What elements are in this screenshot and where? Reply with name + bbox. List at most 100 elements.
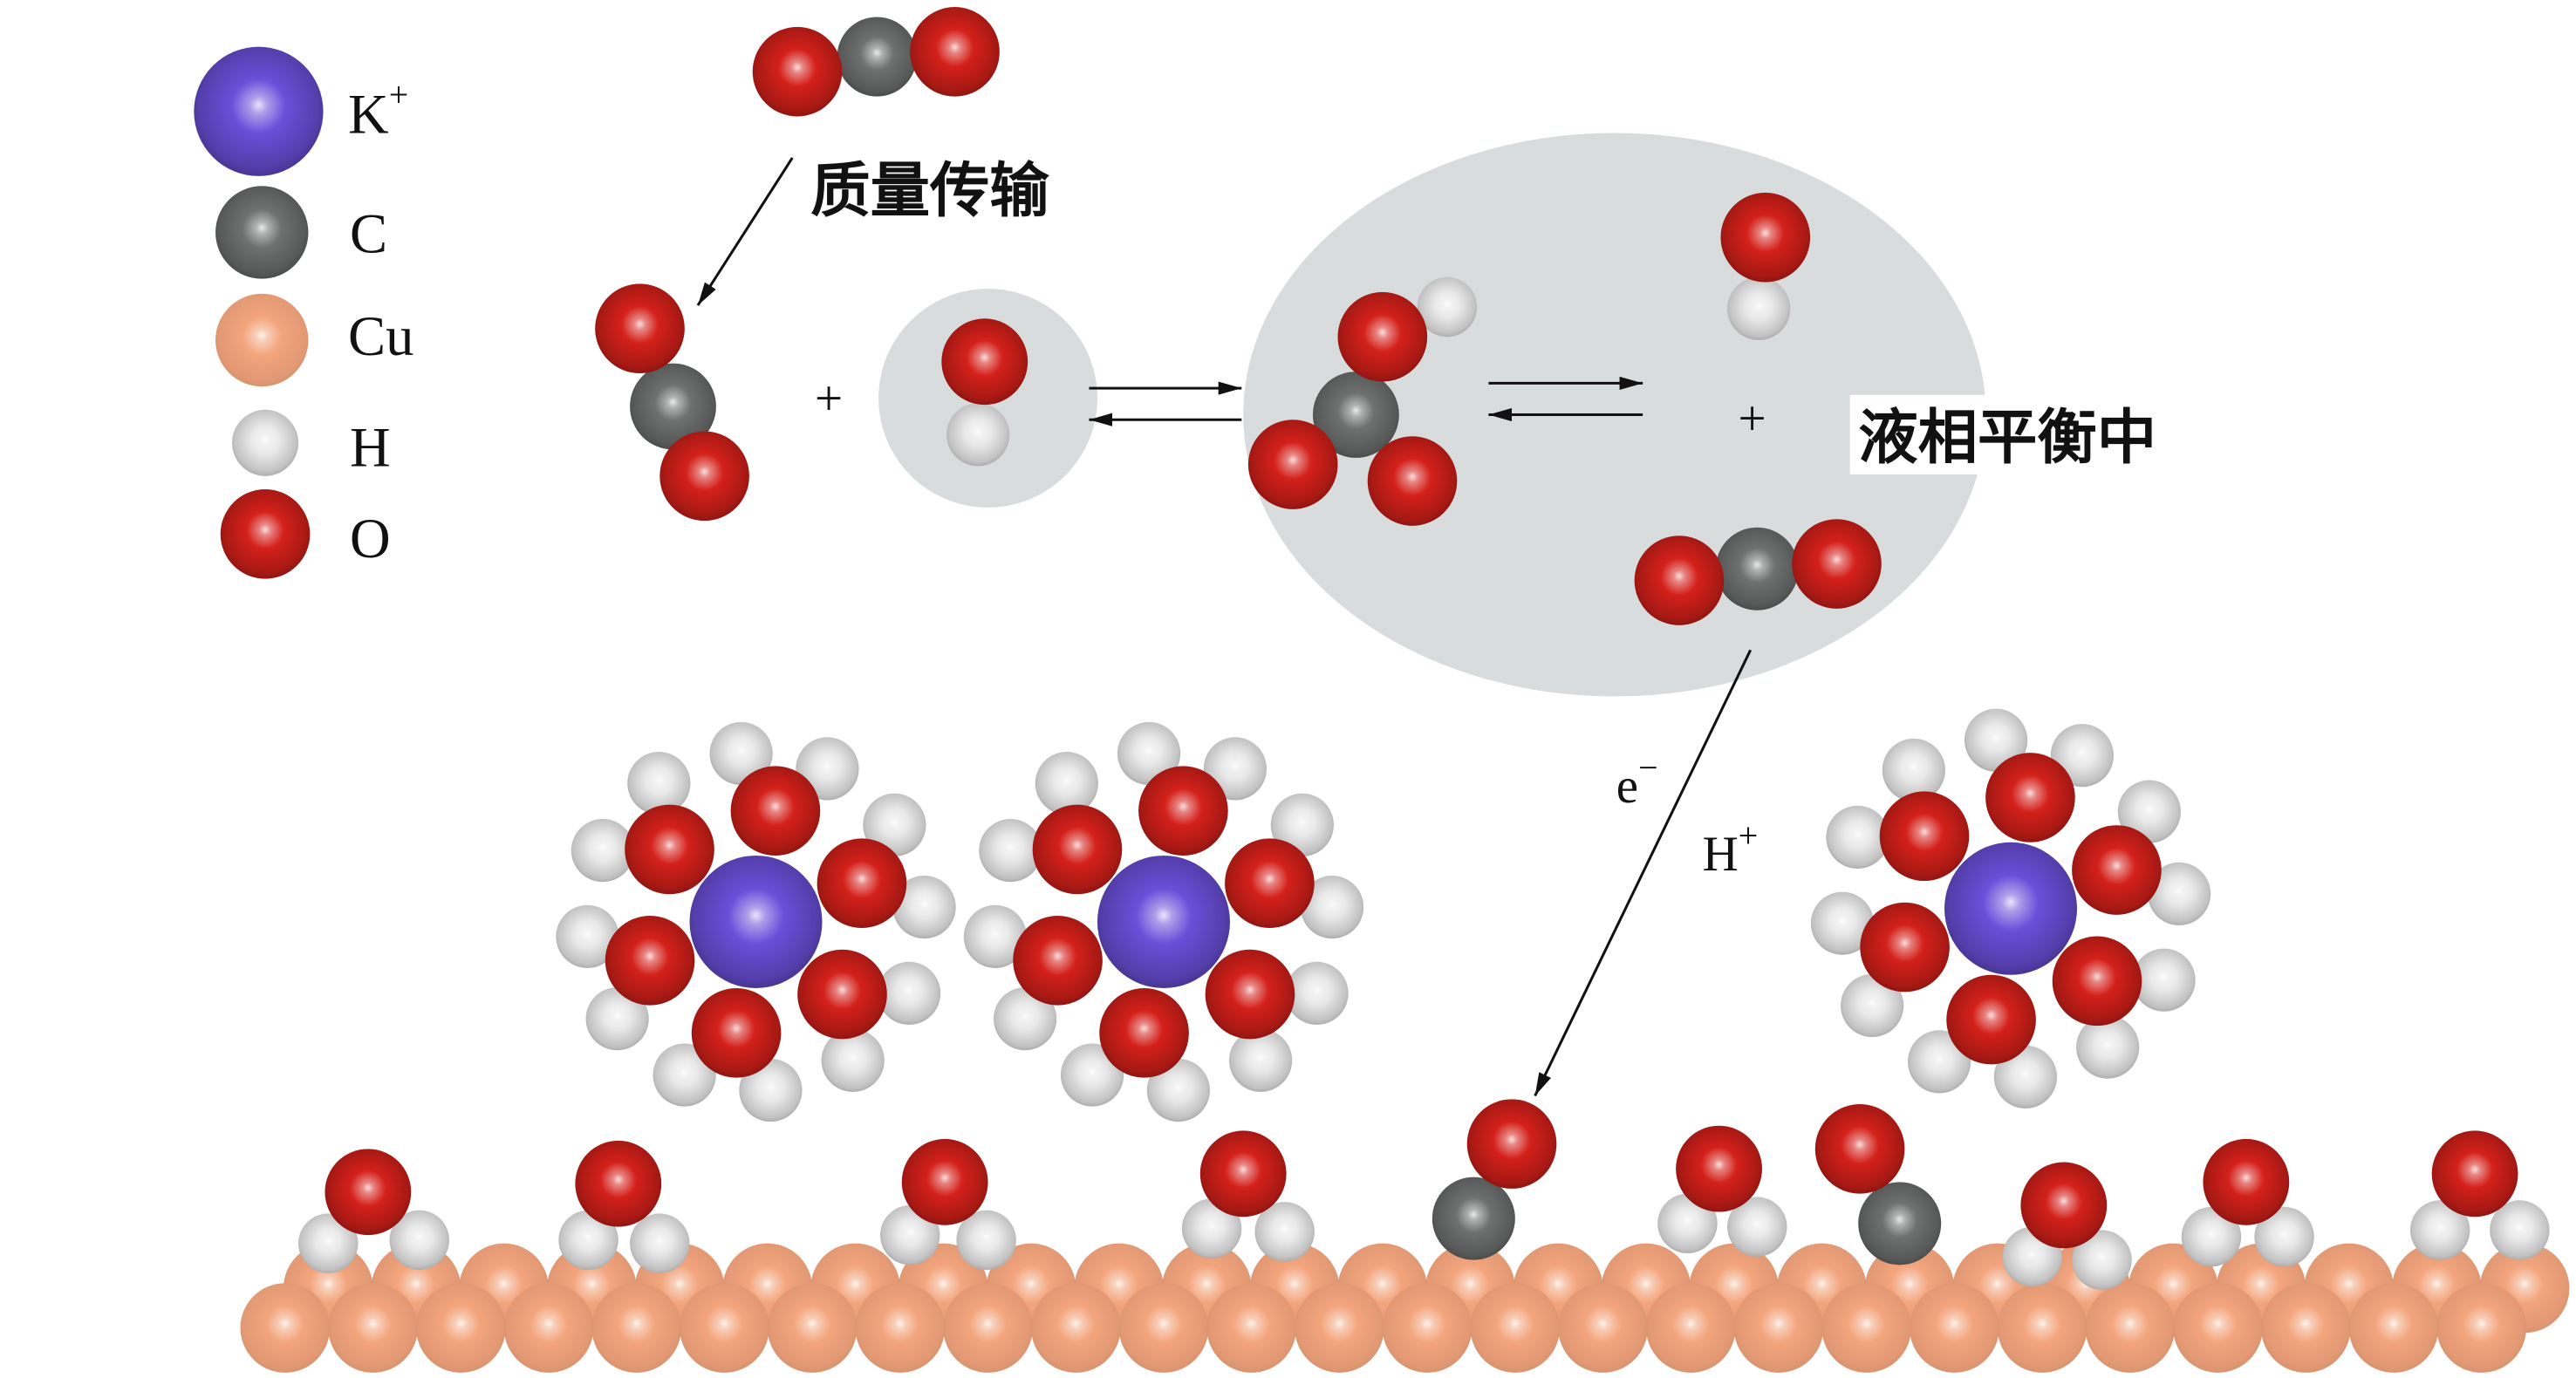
liquid-equilibrium-label: 液相平衡中 bbox=[1858, 404, 2156, 473]
mass-transport-label: 质量传输 bbox=[810, 157, 1049, 226]
oxygen-atom bbox=[1367, 436, 1458, 526]
oxygen-atom bbox=[1814, 1104, 1905, 1194]
carbon-atom bbox=[1858, 1182, 1942, 1265]
copper-atom bbox=[767, 1283, 858, 1373]
adsorbed-water-molecule bbox=[2409, 1130, 2550, 1260]
legend-swatch-hydrogen bbox=[232, 409, 299, 476]
copper-atom bbox=[503, 1283, 594, 1373]
oxygen-atom bbox=[1792, 519, 1882, 609]
adsorbed-water-molecule bbox=[1657, 1125, 1787, 1257]
equilibrium-arrows-right bbox=[1488, 376, 1643, 422]
hydrogen-atom bbox=[2254, 1206, 2314, 1267]
adsorbed-water-molecule bbox=[880, 1138, 1016, 1271]
copper-atom bbox=[1910, 1283, 1999, 1373]
hydrogen-atom bbox=[863, 793, 926, 856]
legend-symbol: Cu bbox=[348, 304, 413, 367]
adsorbed-water-molecule bbox=[1181, 1130, 1315, 1262]
hydrogen-atom bbox=[1964, 708, 2028, 772]
oxygen-atom bbox=[1199, 1130, 1287, 1218]
bulk-co2-molecule bbox=[752, 7, 1000, 117]
legend-swatch-copper bbox=[215, 293, 309, 387]
adsorbed-water-molecule bbox=[2002, 1162, 2132, 1290]
hydrogen-atom bbox=[1270, 793, 1334, 856]
legend-symbol: C bbox=[350, 201, 387, 264]
adsorbed-water-molecule bbox=[558, 1140, 690, 1273]
equilibrium-arrows-left bbox=[1089, 381, 1242, 426]
hydrogen-atom bbox=[585, 987, 649, 1051]
legend-symbol: H bbox=[350, 415, 391, 478]
copper-atom bbox=[943, 1283, 1033, 1373]
hydroxide-solvation-shell bbox=[878, 289, 1097, 508]
potassium-ion bbox=[1944, 842, 2078, 975]
hydrogen-atom bbox=[298, 1213, 359, 1273]
oxygen-atom bbox=[1225, 838, 1315, 929]
oxygen-atom bbox=[1205, 949, 1295, 1040]
hydrogen-atom bbox=[963, 904, 1028, 969]
oxygen-atom bbox=[1985, 753, 2075, 842]
copper-atom bbox=[2260, 1283, 2351, 1373]
oxygen-atom bbox=[1634, 536, 1725, 625]
oxygen-atom bbox=[659, 431, 749, 522]
copper-atom bbox=[240, 1283, 331, 1373]
mass-transport-arrow bbox=[696, 157, 794, 306]
hydrogen-atom bbox=[2490, 1200, 2550, 1260]
copper-atom bbox=[1733, 1283, 1824, 1373]
label-background bbox=[1849, 394, 2172, 474]
oxygen-atom bbox=[941, 318, 1028, 406]
hydrogen-atom bbox=[389, 1210, 449, 1271]
legend-symbol: O bbox=[350, 507, 391, 570]
copper-atom bbox=[1118, 1283, 1209, 1373]
hydrogen-atom bbox=[1417, 276, 1478, 338]
oxygen-atom bbox=[575, 1140, 662, 1227]
proton-label: H+ bbox=[1703, 815, 1759, 882]
plus-sign-right: + bbox=[1738, 391, 1766, 446]
copper-atom bbox=[1645, 1283, 1736, 1373]
copper-atom bbox=[2085, 1283, 2176, 1373]
copper-atom bbox=[2436, 1283, 2526, 1373]
copper-atom bbox=[680, 1283, 769, 1373]
copper-atom bbox=[1206, 1283, 1297, 1373]
hydrogen-atom bbox=[821, 1028, 885, 1092]
bicarbonate-molecule bbox=[1247, 276, 1478, 526]
oxygen-atom bbox=[1013, 915, 1103, 1006]
hydrogen-atom bbox=[1285, 961, 1349, 1025]
oxygen-atom bbox=[325, 1149, 412, 1236]
copper-atom bbox=[1821, 1283, 1911, 1373]
legend-label-hydrogen: H bbox=[350, 415, 391, 478]
hydrogen-atom bbox=[1254, 1202, 1315, 1262]
oxygen-atom bbox=[2072, 825, 2162, 915]
hydrogen-atom bbox=[1300, 875, 1364, 939]
legend-swatches bbox=[194, 46, 324, 579]
adsorbed-co-molecule bbox=[1814, 1104, 1942, 1265]
legend-label-copper: Cu bbox=[348, 304, 413, 367]
oxygen-atom bbox=[1032, 804, 1123, 895]
adsorbed-water-molecule bbox=[298, 1149, 449, 1273]
diffusing-co2-molecule bbox=[595, 283, 749, 522]
oxygen-atom bbox=[1946, 974, 2036, 1065]
oxygen-atom bbox=[2052, 936, 2142, 1027]
oxygen-atom bbox=[595, 283, 685, 374]
oxygen-atom bbox=[1676, 1125, 1762, 1212]
oxygen-atom bbox=[1247, 420, 1338, 509]
hydrogen-atom bbox=[2076, 1015, 2140, 1079]
hydrated-potassium-clusters bbox=[556, 708, 2211, 1122]
hydrogen-atom bbox=[1727, 1197, 1787, 1257]
legend-symbol: K bbox=[348, 82, 389, 145]
oxygen-atom bbox=[1860, 902, 1950, 993]
hydrogen-atom bbox=[556, 904, 619, 969]
hydroxide-molecule bbox=[941, 318, 1028, 467]
copper-atom bbox=[1558, 1283, 1648, 1373]
equilibrium-co2-molecule bbox=[1634, 519, 1882, 625]
hydrogen-atom bbox=[1841, 973, 1904, 1038]
copper-atom bbox=[1470, 1283, 1561, 1373]
copper-atom bbox=[1030, 1283, 1121, 1373]
legend-label-oxygen: O bbox=[350, 507, 391, 570]
legend: K+ C Cu H O bbox=[194, 46, 413, 579]
hydrogen-atom bbox=[630, 1213, 690, 1273]
oxygen-atom bbox=[1879, 791, 1970, 882]
copper-atom bbox=[1382, 1283, 1472, 1373]
copper-atom bbox=[328, 1283, 418, 1373]
oxygen-atom bbox=[1099, 987, 1189, 1078]
